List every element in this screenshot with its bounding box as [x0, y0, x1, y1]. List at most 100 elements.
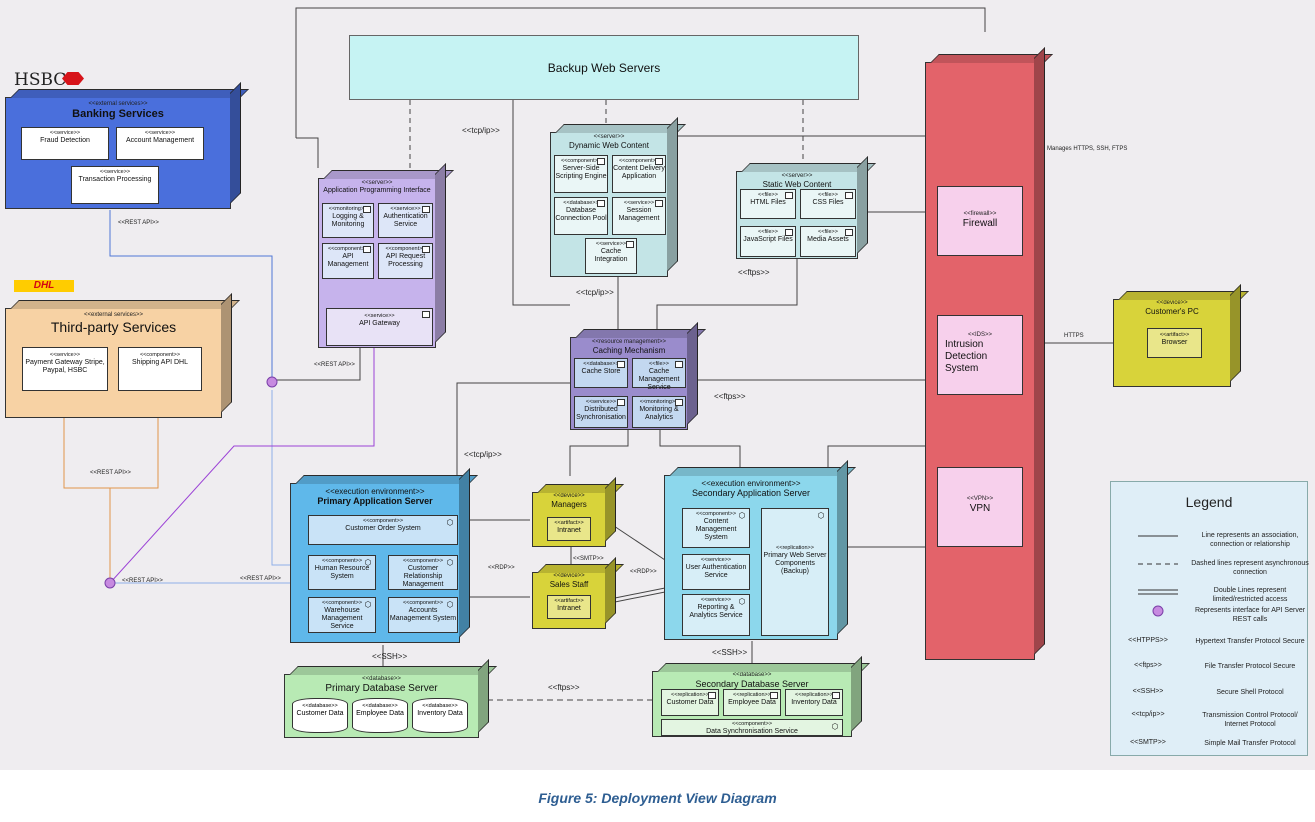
database-connection-pool: <<database>>Database Connection Pool: [554, 197, 608, 235]
customers-pc-node: <<device>> Customer's PC <<artifact>>Bro…: [1113, 299, 1231, 387]
static-title: Static Web Content: [762, 180, 832, 189]
api-request-processing: <<component>>API Request Processing: [378, 243, 433, 279]
figure-caption: Figure 5: Deployment View Diagram: [538, 790, 777, 806]
primary-database-server-node: <<database>> Primary Database Server <<d…: [284, 674, 479, 738]
primary-customer-data: <<database>>Customer Data: [292, 698, 348, 733]
content-management-system: <<component>>Content Management System⬡: [682, 508, 750, 548]
banking-services-node: <<external services>> Banking Services <…: [5, 97, 231, 209]
managers-device-node: <<device>> Managers <<artifact>>Intranet: [532, 492, 606, 547]
reporting-analytics-service: <<service>>Reporting & Analytics Service…: [682, 594, 750, 636]
primary-title: Primary Application Server: [317, 496, 433, 506]
ssh-label: <<SSH>>: [712, 648, 748, 657]
javascript-files: <<file>>JavaScript Files: [740, 226, 796, 257]
pc-title: Customer's PC: [1145, 307, 1199, 316]
ids-stereotype: <<IDS>>: [967, 332, 993, 338]
backup-title: Backup Web Servers: [547, 61, 661, 75]
diagram-canvas: HSBC DHL <<external services>> Banking S…: [0, 0, 1315, 770]
component-icon: ⬡: [446, 518, 454, 527]
secondary-application-server-node: <<execution environment>> Secondary Appl…: [664, 475, 838, 640]
manages-label: Manages HTTPS, SSH, FTPS: [1047, 146, 1128, 152]
firewall-stereotype: <<firewall>>: [963, 211, 997, 217]
rest-interface-icon: [1152, 605, 1164, 617]
dynamic-title: Dynamic Web Content: [569, 141, 649, 150]
api-stereotype: <<server>>: [361, 180, 393, 186]
thirdparty-title: Third-party Services: [50, 319, 177, 335]
wire-api-to-top: [295, 7, 986, 138]
rest-api-label: <<REST API>>: [240, 576, 281, 582]
logging-monitoring: <<monitoring>>Logging & Monitoring: [322, 203, 374, 238]
cache-management-service: <<file>>Cache Management Service: [632, 358, 686, 391]
dhl-logo: DHL: [14, 280, 74, 292]
accounts-management-system: <<component>>Accounts Management System⬡: [388, 597, 458, 633]
browser-artifact: <<artifact>>Browser: [1147, 328, 1202, 358]
static-web-content-node: <<server>> Static Web Content <<file>>HT…: [736, 171, 858, 259]
component-icon: ⬡: [738, 597, 746, 606]
dynamic-web-content-node: <<server>> Dynamic Web Content <<compone…: [550, 132, 668, 277]
component-icon: ⬡: [817, 511, 825, 520]
secondary-stereotype: <<execution environment>>: [701, 479, 801, 488]
caching-stereotype: <<resource management>>: [591, 339, 667, 345]
component-icon: ⬡: [364, 558, 372, 567]
component-icon: ⬡: [831, 722, 839, 731]
legend: Legend Line represents an association, c…: [1110, 481, 1309, 756]
component-icon: ⬡: [738, 511, 746, 520]
managers-title: Managers: [551, 500, 587, 509]
hsbc-logo: HSBC: [14, 70, 67, 90]
firewall: <<firewall>> Firewall: [937, 186, 1023, 256]
rest-interface-icon: [104, 577, 116, 589]
rest-api-label: <<REST API>>: [90, 470, 131, 476]
secondary-inventory-data: <<replication>>Inventory Data: [785, 689, 843, 716]
ftps-label: <<ftps>>: [714, 392, 746, 401]
sdb-title: Secondary Database Server: [695, 679, 809, 689]
monitoring-analytics: <<monitoring>>Monitoring & Analytics: [632, 396, 686, 428]
legend-symbols: [1138, 535, 1178, 617]
warehouse-management-service: <<component>>Warehouse Management Servic…: [308, 597, 376, 633]
customer-relationship-management: <<component>>Customer Relationship Manag…: [388, 555, 458, 590]
payment-gateway: <<service>>Payment Gateway Stripe, Paypa…: [22, 347, 108, 391]
sales-intranet: <<artifact>>Intranet: [547, 595, 591, 619]
primary-stereotype: <<execution environment>>: [325, 487, 425, 496]
cache-store: <<database>>Cache Store: [574, 358, 628, 388]
tcpip-label: <<tcp/ip>>: [462, 126, 500, 135]
ids-label: Intrusion Detection System: [945, 339, 988, 374]
intrusion-detection-system: <<IDS>> Intrusion Detection System: [937, 315, 1023, 395]
firewall-label: Firewall: [962, 218, 998, 229]
human-resource-system: <<component>>Human Resource System⬡: [308, 555, 376, 590]
distributed-synchronisation: <<service>>Distributed Synchronisation: [574, 396, 628, 428]
banking-stereotype: <<external services>>: [88, 101, 148, 107]
shipping-api: <<component>>Shipping API DHL: [118, 347, 202, 391]
caching-title: Caching Mechanism: [592, 346, 666, 355]
media-assets: <<file>>Media Assets: [800, 226, 856, 257]
ftps-label: <<ftps>>: [738, 268, 770, 277]
api-management: <<component>>API Management: [322, 243, 374, 279]
cache-integration: <<service>>Cache Integration: [585, 238, 637, 274]
api-gateway: <<service>>API Gateway: [326, 308, 433, 346]
rest-api-label: <<REST API>>: [122, 578, 163, 584]
authentication-service: <<service>>Authentication Service: [378, 203, 433, 238]
pc-stereotype: <<device>>: [1156, 300, 1188, 306]
dynamic-stereotype: <<server>>: [593, 134, 625, 140]
server-side-scripting-engine: <<component>>Server-Side Scripting Engin…: [554, 155, 608, 193]
pdb-stereotype: <<database>>: [362, 676, 401, 682]
secondary-title: Secondary Application Server: [691, 488, 811, 498]
transaction-processing: <<service>>Transaction Processing: [71, 166, 159, 204]
backup-web-servers: Backup Web Servers: [349, 35, 859, 100]
legend-title: Legend: [1185, 494, 1233, 510]
tcpip-label: <<tcp/ip>>: [464, 450, 502, 459]
primary-application-server-node: <<execution environment>> Primary Applic…: [290, 483, 460, 643]
sdb-stereotype: <<database>>: [732, 672, 772, 678]
vpn-label: VPN: [969, 503, 991, 514]
account-management: <<service>>Account Management: [116, 127, 204, 160]
banking-title: Banking Services: [72, 108, 164, 120]
managers-stereotype: <<device>>: [553, 493, 585, 499]
css-files: <<file>>CSS Files: [800, 189, 856, 219]
https-label: HTTPS: [1064, 333, 1084, 339]
html-files: <<file>>HTML Files: [740, 189, 796, 219]
third-party-services-node: <<external services>> Third-party Servic…: [5, 308, 222, 418]
vpn: <<VPN>> VPN: [937, 467, 1023, 547]
sales-stereotype: <<device>>: [553, 573, 585, 579]
api-title: Application Programming Interface: [323, 187, 431, 194]
secondary-customer-data: <<replication>>Customer Data: [661, 689, 719, 716]
primary-web-server-backup: <<replication>>Primary Web Server Compon…: [761, 508, 829, 636]
